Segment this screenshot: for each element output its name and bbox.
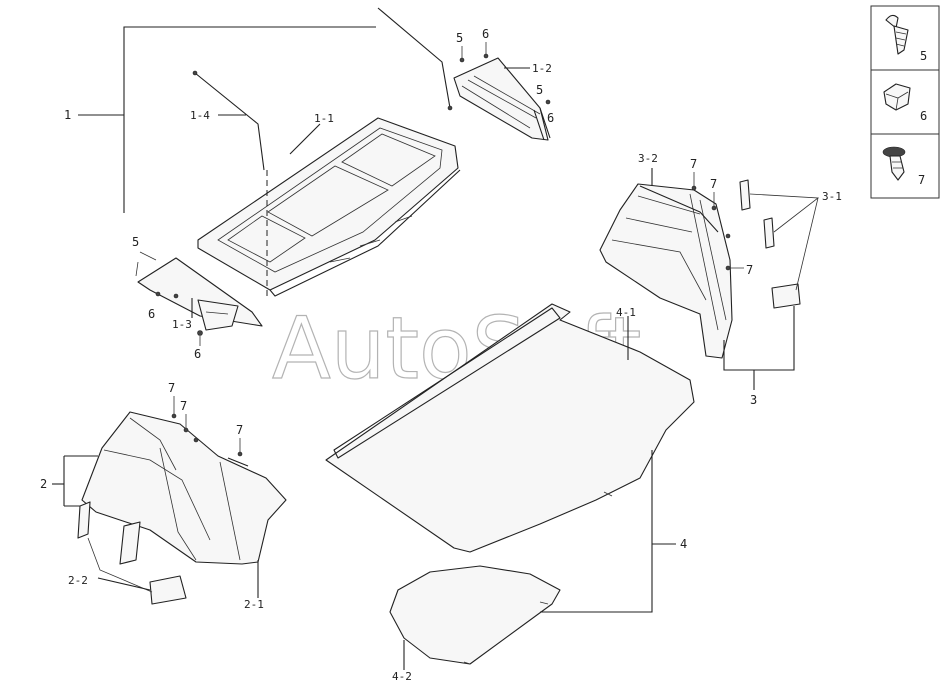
- callout-1-3: 1-3: [172, 318, 192, 331]
- legend-label-7: 7: [918, 173, 925, 187]
- side-trim-1-3: [137, 257, 263, 331]
- cargo-floor-board: [389, 565, 561, 665]
- cargo-cover-panel: [325, 303, 695, 553]
- callout-4-1: 4-1: [616, 306, 636, 319]
- callout-5-top: 5: [456, 31, 463, 45]
- parcel-shelf-assembly: 1 1-1 1-4 1-2 5: [64, 7, 554, 361]
- callout-6-left: 6: [148, 307, 155, 321]
- callout-4-2: 4-2: [392, 670, 412, 683]
- left-rear-trim-assembly: 2 7 7 7 2-2 2-1: [40, 381, 287, 611]
- callout-3-1: 3-1: [822, 190, 842, 203]
- callout-7-e: 7: [710, 177, 717, 191]
- callout-1-2: 1-2: [532, 62, 552, 75]
- callout-3-2: 3-2: [638, 152, 658, 165]
- callout-3: 3: [750, 393, 757, 407]
- callout-1-4: 1-4: [190, 109, 210, 122]
- callout-5-mid: 5: [536, 83, 543, 97]
- support-rod: [192, 70, 265, 171]
- callout-7-c: 7: [236, 423, 243, 437]
- cargo-cover-assembly: 4-1 4 4-2: [325, 303, 695, 683]
- callout-2-1: 2-1: [244, 598, 264, 611]
- clip-nut-icon: [883, 83, 911, 111]
- screw-icon: [885, 14, 909, 55]
- legend-label-6: 6: [920, 109, 927, 123]
- callout-1: 1: [64, 108, 71, 122]
- callout-7-f: 7: [746, 263, 753, 277]
- push-rivet-icon: [882, 146, 906, 181]
- callout-6-bottom: 6: [194, 347, 201, 361]
- callout-6-top: 6: [482, 27, 489, 41]
- right-quarter-trim-panel: [599, 183, 733, 359]
- left-quarter-trim-panel: [81, 411, 287, 565]
- right-rear-trim-assembly: 3-2 7 7 7 3-1 3: [599, 152, 842, 407]
- legend-label-5: 5: [920, 49, 927, 63]
- side-trim-1-2: [453, 57, 551, 141]
- callout-7-d: 7: [690, 157, 697, 171]
- parcel-shelf-panel: [197, 117, 461, 297]
- callout-2: 2: [40, 477, 47, 491]
- callout-4: 4: [680, 537, 687, 551]
- fastener-legend: 5 6 7: [870, 5, 940, 199]
- callout-1-1: 1-1: [314, 112, 334, 125]
- callout-6-mid: 6: [547, 111, 554, 125]
- callout-2-2: 2-2: [68, 574, 88, 587]
- callout-7-b: 7: [180, 399, 187, 413]
- callout-5-left: 5: [132, 235, 139, 249]
- callout-7-a: 7: [168, 381, 175, 395]
